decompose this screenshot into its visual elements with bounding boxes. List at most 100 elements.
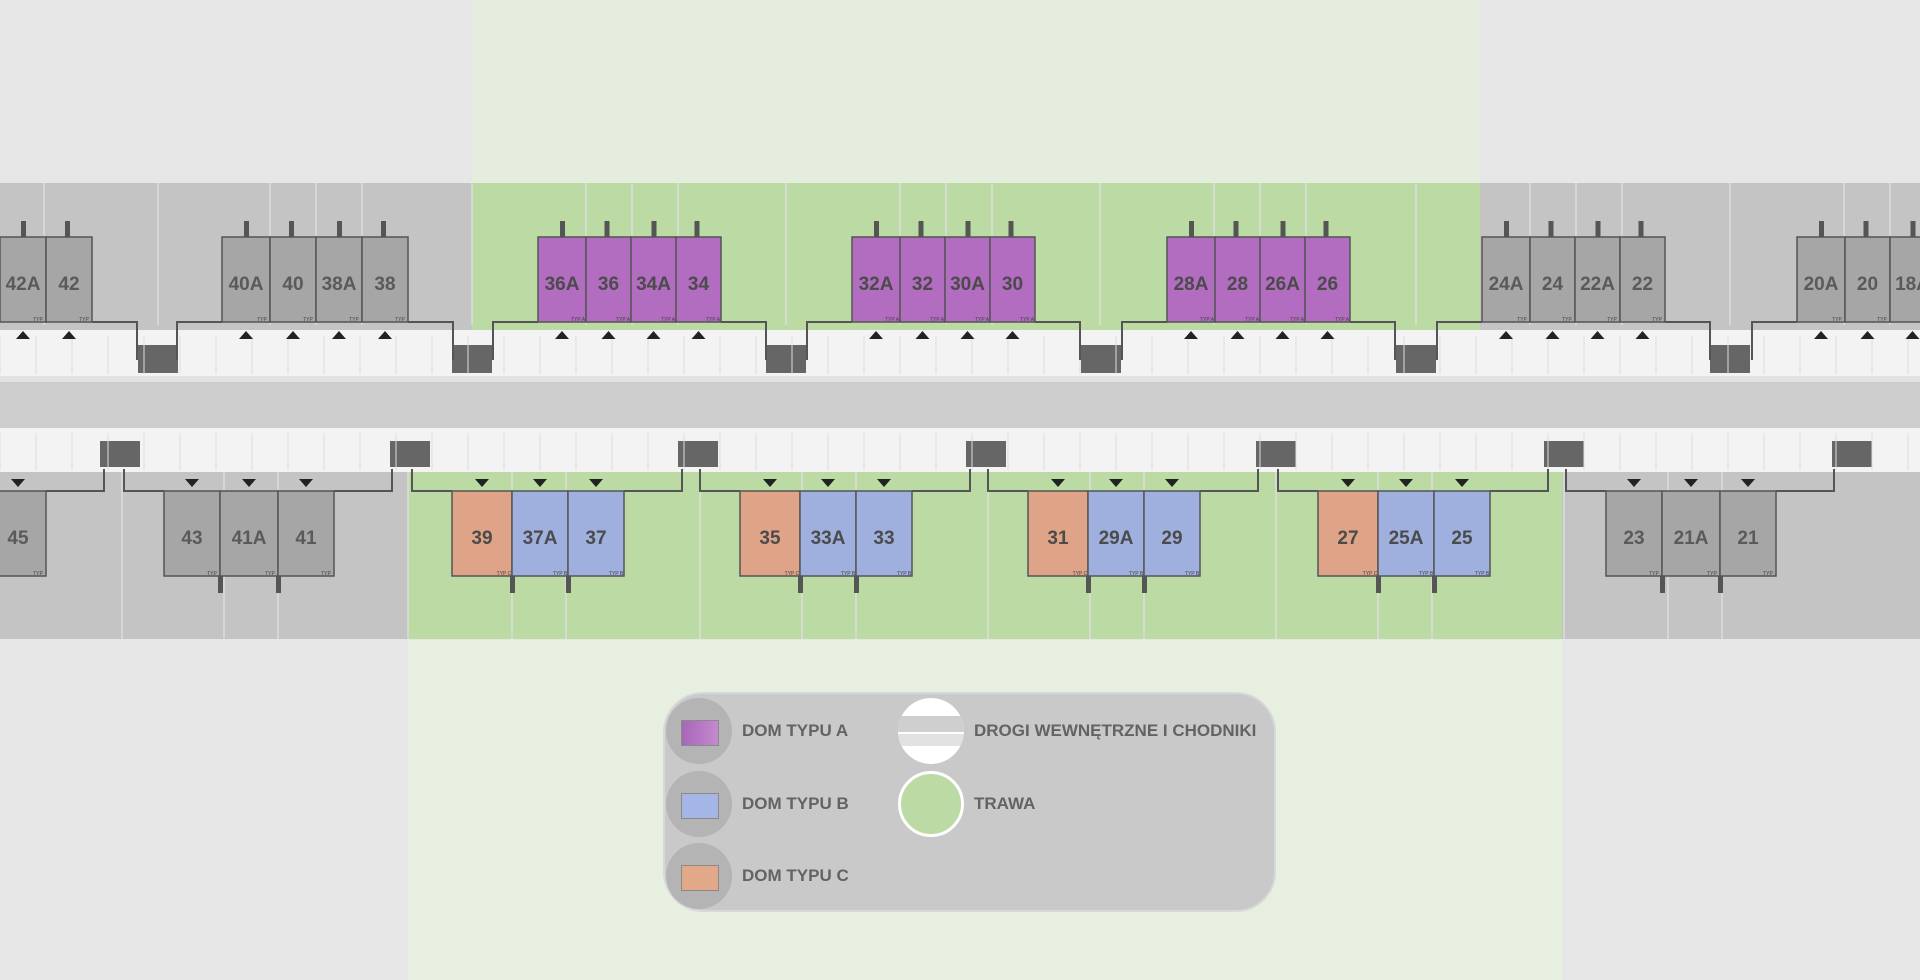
house-connector [1280,221,1286,237]
house-connector [965,221,971,237]
house-connector [651,221,657,237]
entrance-arrow-down-icon [589,479,603,487]
entrance-arrow-up-icon [1230,331,1245,339]
house-type-mark: TYP [1649,571,1659,577]
entrance-arrow-up-icon [646,331,661,339]
house-connector [566,576,571,593]
top-yard-outline [1436,321,1711,360]
house-body [0,490,47,577]
top-yard-outline [806,321,1081,360]
top-row-houses: 42ATYP42TYP40ATYP40TYP38ATYP38TYP36ATYP … [0,221,1920,360]
house-body [1719,490,1777,577]
type-c-swatch-icon [666,843,732,909]
house-number-label: 33A [811,528,846,549]
top-yard-outline [1751,321,1797,360]
entrance-arrow-down-icon [11,479,25,487]
bottom-garage-block-5 [1544,441,1584,467]
type-b-swatch-icon [666,771,732,837]
house-connector [1086,576,1091,593]
house-connector [1233,221,1239,237]
house-body [944,236,991,323]
house-type-mark: TYP [303,317,313,323]
entrance-arrow-up-icon [1814,331,1828,339]
entrance-arrow-down-icon [1741,479,1755,487]
house-connector [798,576,803,593]
house-type-mark: TYP B [553,571,568,577]
house-connector [560,221,565,237]
house-type-mark: TYP B [841,571,856,577]
house-connector [244,221,249,237]
house-connector [874,221,879,237]
top-garage-block-1 [452,345,492,373]
entrance-arrow-up-icon [62,331,76,339]
house-number-label: 32A [859,274,894,295]
house-body [361,236,409,323]
house-33a[interactable]: 33A TYP B [798,479,857,593]
house-number-label: 39 [471,528,492,549]
top-yard-outline [1121,321,1396,360]
house-type-mark: TYP B [1185,571,1200,577]
house-connector [1008,221,1014,237]
house-type-mark: TYP [1763,571,1773,577]
legend-label-roads: DROGI WEWNĘTRZNE I CHODNIKI [974,721,1257,740]
bottom-yard-outline [123,469,393,492]
house-body [1087,490,1145,577]
house-18a[interactable]: 18ATYP [1889,221,1920,339]
entrance-arrow-up-icon [915,331,930,339]
legend: DOM TYPU A DOM TYPU B DOM TYPU C DROGI W… [663,692,1276,912]
house-type-mark: TYP C [1363,571,1378,577]
entrance-arrow-up-icon [1635,331,1650,339]
bottom-yard-outline [46,469,105,492]
house-type-mark: TYP [33,317,43,323]
top-highlight-zone [472,0,1480,185]
house-type-mark: TYP [257,317,267,323]
house-body [1304,236,1351,323]
house-number-label: 36 [598,274,619,295]
house-type-mark: TYP A [1020,317,1035,323]
house-type-mark: TYP A [661,317,676,323]
house-number-label: 40 [282,274,303,295]
